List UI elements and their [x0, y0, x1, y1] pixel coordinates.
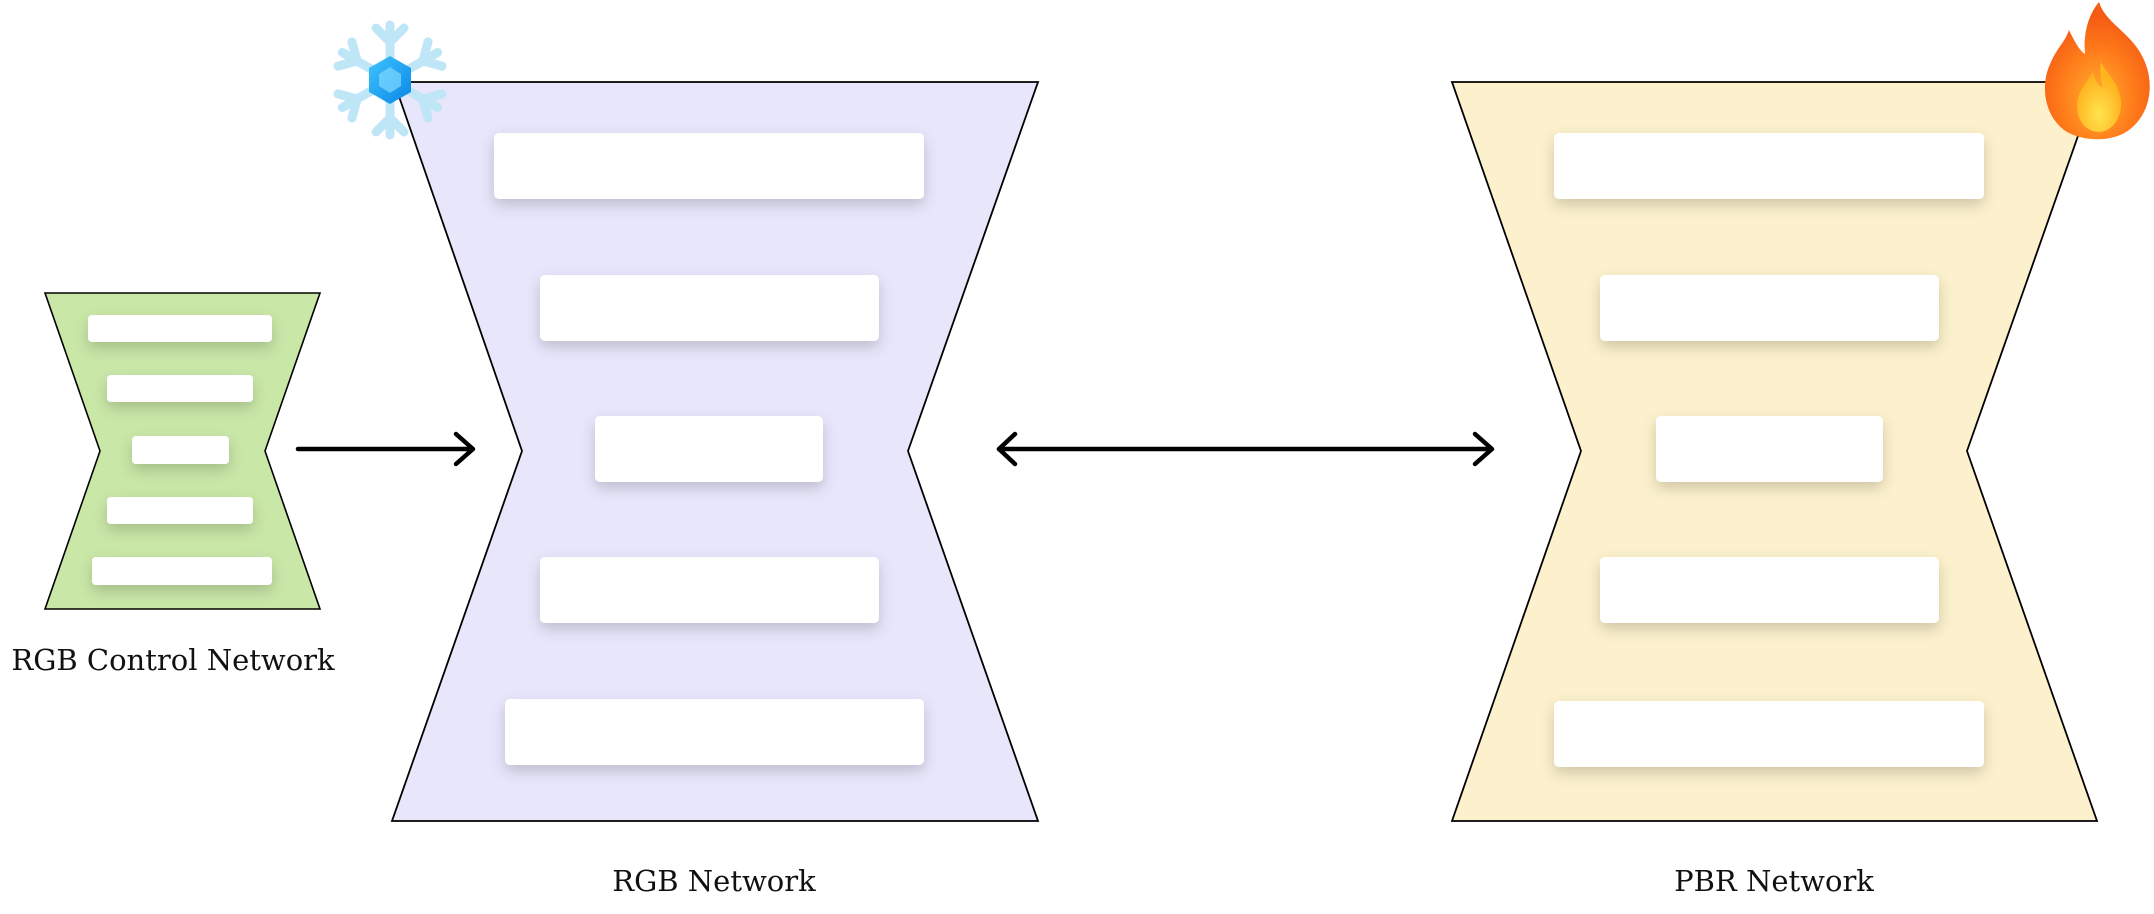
snowflake-icon — [333, 20, 447, 140]
control-network: RGB Control Network — [11, 292, 335, 677]
pbr-network: PBR Network — [1450, 81, 2099, 898]
control-layer-4 — [107, 497, 253, 524]
control-layer-5 — [92, 557, 272, 585]
pbr-layer-3 — [1656, 416, 1883, 482]
pbr-network-label: PBR Network — [1674, 864, 1874, 898]
pbr-network-layers — [1554, 133, 1984, 767]
rgb-pbr-bidirectional-arrow — [996, 431, 1495, 467]
control-network-layers — [88, 315, 272, 585]
rgb-network-label: RGB Network — [612, 864, 816, 898]
control-to-rgb-arrow — [295, 431, 476, 467]
rgb-layer-5 — [505, 699, 924, 765]
control-network-label: RGB Control Network — [11, 643, 335, 677]
pbr-layer-1 — [1554, 133, 1984, 199]
pbr-layer-5 — [1554, 701, 1984, 767]
rgb-layer-3 — [595, 416, 823, 482]
control-layer-1 — [88, 315, 272, 342]
rgb-network-layers — [494, 133, 924, 765]
rgb-network: RGB Network — [390, 81, 1040, 898]
rgb-layer-2 — [540, 275, 879, 341]
rgb-layer-4 — [540, 557, 879, 623]
pbr-layer-2 — [1600, 275, 1939, 341]
pbr-layer-4 — [1600, 557, 1939, 623]
control-layer-2 — [107, 375, 253, 402]
rgb-layer-1 — [494, 133, 924, 199]
fire-icon — [2044, 2, 2150, 140]
control-layer-3 — [132, 436, 229, 464]
